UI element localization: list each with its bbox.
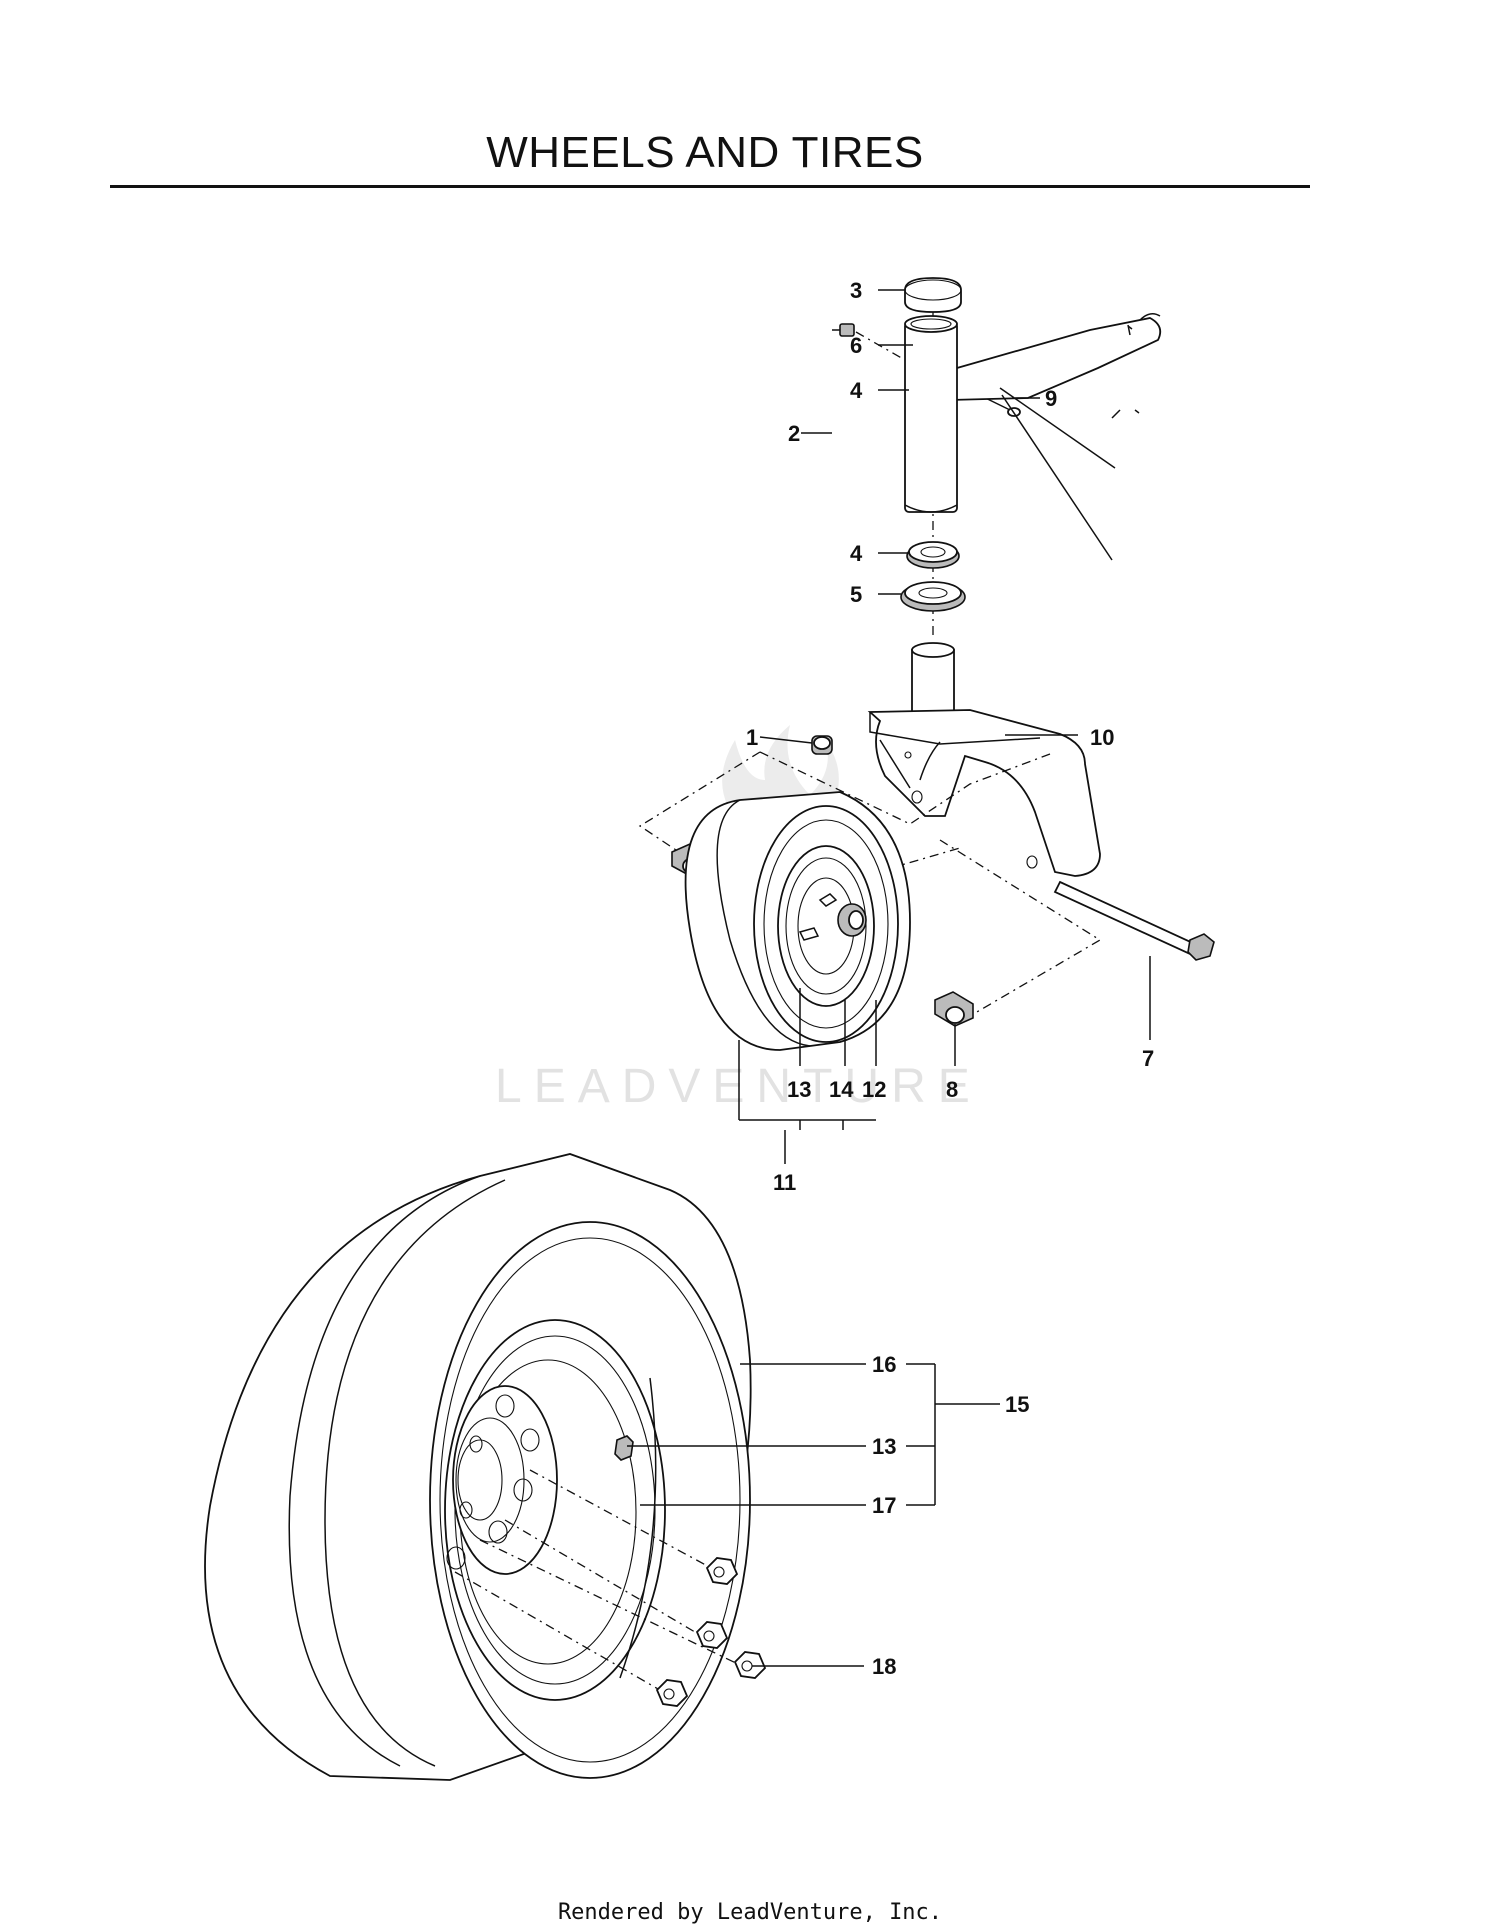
callout-4-lower: 4 bbox=[850, 541, 863, 566]
valve-stem[interactable] bbox=[614, 1435, 634, 1461]
callout-10: 10 bbox=[1090, 725, 1114, 750]
assembly-guide-upper bbox=[759, 751, 1051, 825]
lug-nut-3[interactable] bbox=[733, 1651, 767, 1679]
callout-16: 16 bbox=[872, 1352, 896, 1377]
frame-pivot-tube bbox=[904, 313, 1162, 561]
grease-fitting[interactable] bbox=[832, 323, 855, 337]
callout-8: 8 bbox=[946, 1077, 958, 1102]
callout-14: 14 bbox=[829, 1077, 854, 1102]
callout-2: 2 bbox=[788, 421, 800, 446]
callout-6: 6 bbox=[850, 333, 862, 358]
callout-3: 3 bbox=[850, 278, 862, 303]
lug-guide-1 bbox=[529, 1469, 716, 1571]
axle-spacer-top[interactable] bbox=[811, 735, 833, 755]
bearing-lower[interactable] bbox=[906, 541, 960, 569]
callout-15: 15 bbox=[1005, 1392, 1029, 1417]
lug-nut-1[interactable] bbox=[705, 1557, 739, 1585]
callout-1: 1 bbox=[746, 725, 758, 750]
fitting-guide-line bbox=[855, 331, 906, 361]
lug-guide-3 bbox=[479, 1539, 741, 1666]
callout-7: 7 bbox=[1142, 1046, 1154, 1071]
front-caster-wheel[interactable] bbox=[684, 791, 911, 1051]
dust-cap[interactable] bbox=[904, 277, 962, 313]
title-rule bbox=[110, 185, 1310, 188]
callout-18: 18 bbox=[872, 1654, 896, 1679]
lug-guide-2 bbox=[504, 1519, 701, 1636]
callout-11: 11 bbox=[773, 1170, 796, 1195]
rear-wheel[interactable] bbox=[204, 1153, 752, 1781]
callout-13-upper: 13 bbox=[787, 1077, 811, 1102]
page-title: WHEELS AND TIRES bbox=[486, 128, 924, 177]
seal[interactable] bbox=[900, 581, 966, 612]
callout-5: 5 bbox=[850, 582, 862, 607]
axle-bolt[interactable] bbox=[1053, 880, 1215, 961]
callout-17: 17 bbox=[872, 1493, 896, 1518]
watermark-text: LEADVENTURE bbox=[495, 1060, 982, 1113]
caster-fork[interactable] bbox=[867, 642, 1101, 877]
leader-lines bbox=[627, 289, 1151, 1667]
callout-4-upper: 4 bbox=[850, 378, 863, 403]
callout-12: 12 bbox=[862, 1077, 886, 1102]
callout-9: 9 bbox=[1045, 386, 1057, 411]
lug-nut-4[interactable] bbox=[655, 1679, 689, 1707]
axle-spacer-right[interactable] bbox=[934, 991, 974, 1027]
callout-13-lower: 13 bbox=[872, 1434, 896, 1459]
lug-nut-2[interactable] bbox=[695, 1621, 729, 1649]
footer-credit: Rendered by LeadVenture, Inc. bbox=[557, 1900, 943, 1925]
